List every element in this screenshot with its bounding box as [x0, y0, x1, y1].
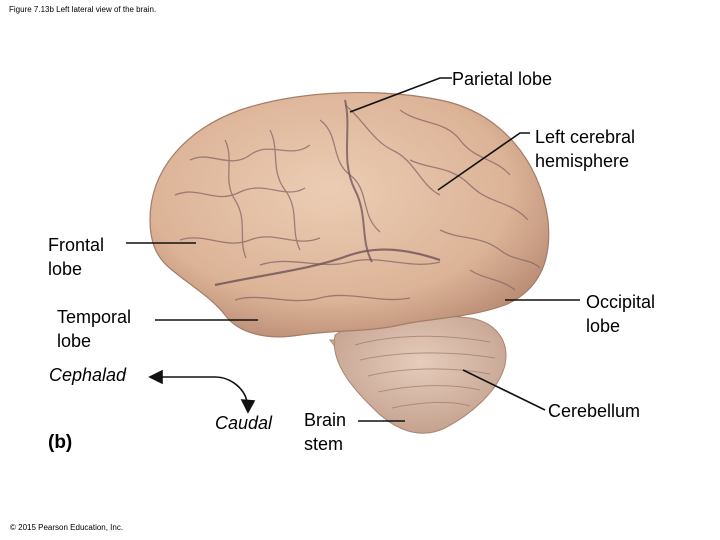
label-frontal-lobe: Frontal lobe [48, 233, 104, 281]
label-brain-stem-line1: Brain [304, 410, 347, 430]
central-sulcus [344, 99, 373, 263]
label-occipital-lobe-line1: Occipital [586, 292, 656, 312]
copyright-notice: © 2015 Pearson Education, Inc. [10, 523, 124, 532]
figure-part-label: (b) [48, 432, 73, 453]
leader-cerebellum [462, 369, 546, 411]
lateral-sulcus [214, 248, 441, 287]
label-occipital-lobe-line2: lobe [586, 316, 621, 336]
label-temporal-lobe-line2: lobe [57, 331, 92, 351]
label-brain-stem-line2: stem [304, 434, 344, 454]
label-left-cerebral-hemisphere: Left cerebral hemisphere [535, 125, 635, 173]
figure-caption: Figure 7.13b Left lateral view of the br… [9, 5, 157, 14]
cerebellum [333, 315, 507, 434]
leader-lines [126, 77, 580, 422]
label-left-cerebral-hemisphere-line2: hemisphere [535, 151, 630, 171]
label-cerebellum: Cerebellum [548, 401, 641, 421]
label-temporal-lobe: Temporal lobe [57, 305, 131, 353]
label-left-cerebral-hemisphere-line1: Left cerebral [535, 127, 636, 147]
label-frontal-lobe-line1: Frontal [48, 235, 105, 255]
label-caudal: Caudal [215, 413, 273, 433]
caudal-arrow [214, 376, 256, 414]
leader-parietal-lobe [349, 77, 452, 113]
label-temporal-lobe-line1: Temporal [57, 307, 132, 327]
label-frontal-lobe-line2: lobe [48, 259, 83, 279]
label-brain-stem: Brain stem [304, 408, 346, 456]
cerebrum [149, 91, 550, 338]
label-cephalad: Cephalad [49, 365, 127, 385]
leader-left-cerebral-hemisphere [437, 132, 530, 191]
label-occipital-lobe: Occipital lobe [586, 290, 655, 338]
cerebellum-folia [354, 335, 496, 409]
cephalad-arrow [148, 369, 215, 385]
label-parietal-lobe: Parietal lobe [452, 69, 553, 89]
